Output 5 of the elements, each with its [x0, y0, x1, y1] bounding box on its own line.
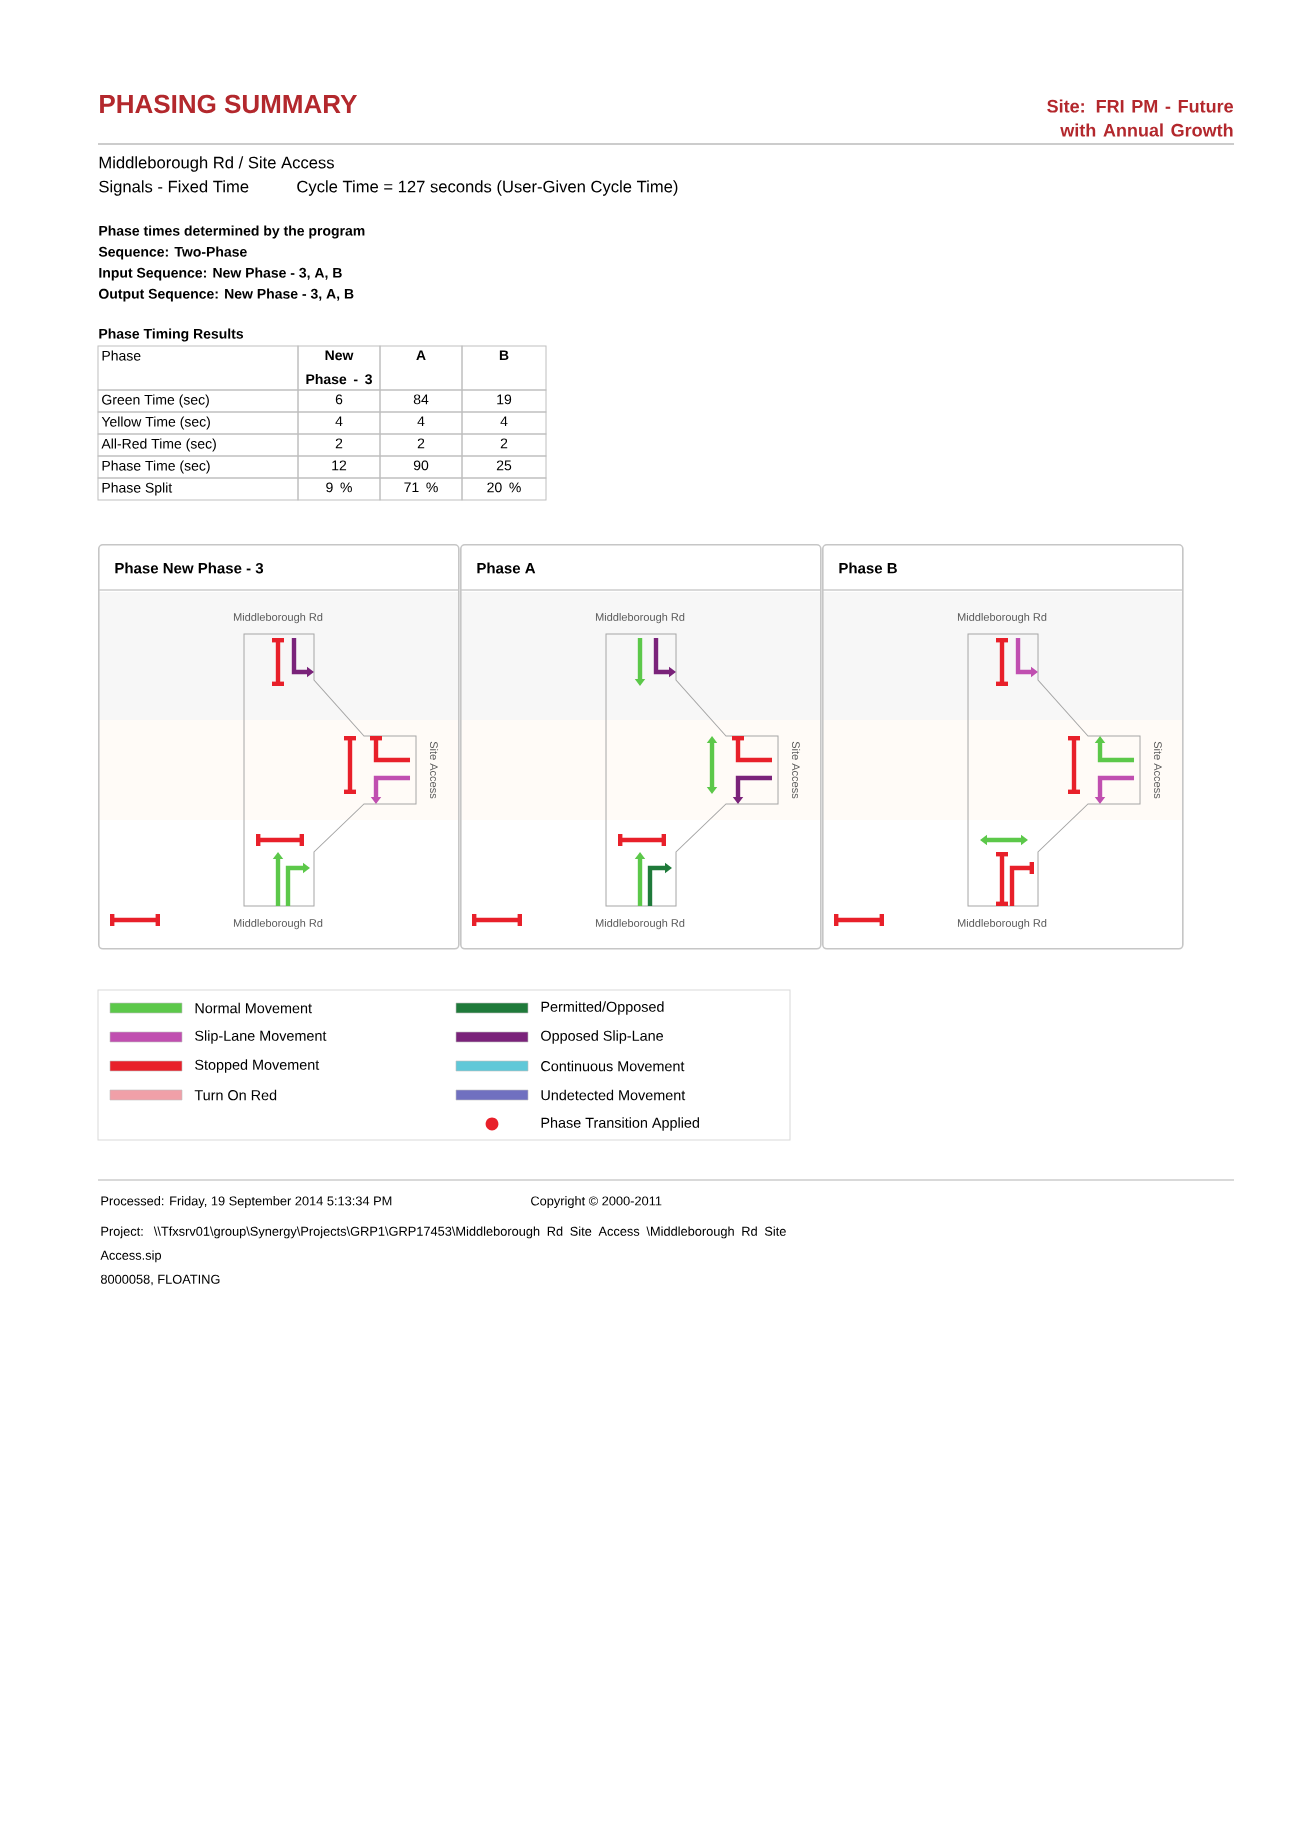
- intersection-name: Middleborough Rd / Site Access: [99, 156, 334, 172]
- cycle-time: Cycle Time = 127 seconds (User-Given Cycle Time): [297, 180, 678, 196]
- site-heading: Site: FRI PM - Future with Annual Growth: [1047, 99, 1233, 137]
- signal-type: Signals - Fixed Time: [99, 180, 249, 196]
- page-title: PHASING SUMMARY: [100, 94, 358, 114]
